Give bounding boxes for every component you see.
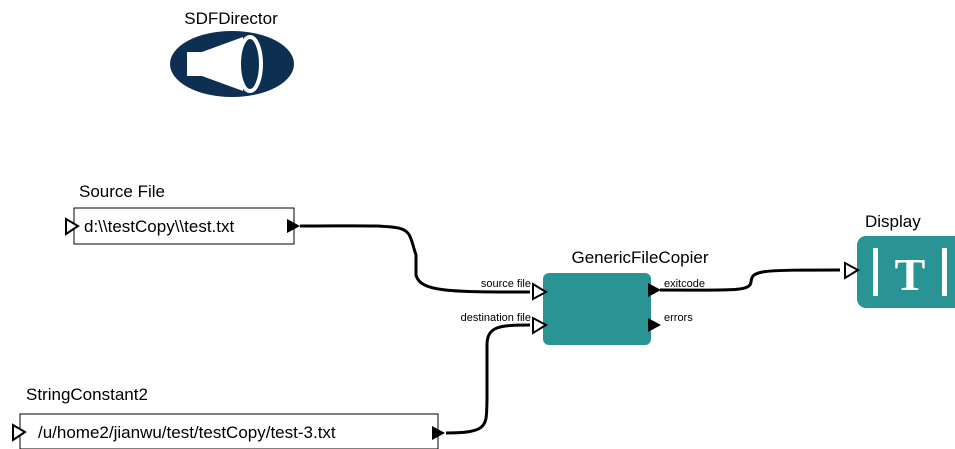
display-title: Display [865,212,921,231]
string-constant-title: StringConstant2 [26,385,148,404]
display-glyph: T [895,249,926,300]
director-label: SDFDirector [184,9,278,28]
exitcode-port-label: exitcode [664,278,705,290]
megaphone-icon[interactable] [170,31,294,97]
link-source-to-copier [299,224,531,294]
string-constant-box[interactable] [19,413,439,449]
source-file-port-label: source file [481,278,531,290]
destination-file-port-label: destination file [461,312,531,324]
display-input-port[interactable] [844,261,861,280]
source-file-output-port[interactable] [287,219,300,233]
source-file-title: Source File [79,182,165,201]
link-string-to-copier [445,323,531,435]
link-exitcode-to-display [659,268,841,292]
destination-file-port[interactable] [532,316,549,335]
source-file-box[interactable] [73,207,295,245]
copier-title: GenericFileCopier [572,248,709,267]
source-file-port[interactable] [532,282,549,301]
source-file-value: d:\\testCopy\\test.txt [84,217,235,236]
exitcode-port[interactable] [648,283,661,297]
source-file-input-port[interactable] [65,217,80,236]
string-constant-value: /u/home2/jianwu/test/testCopy/test-3.txt [38,423,336,442]
errors-port-label: errors [664,312,693,324]
copier-block[interactable] [543,273,651,345]
string-constant-output-port[interactable] [432,426,445,440]
display-block[interactable]: T [857,236,955,308]
string-constant-input-port[interactable] [12,423,27,442]
errors-port[interactable] [648,318,661,332]
